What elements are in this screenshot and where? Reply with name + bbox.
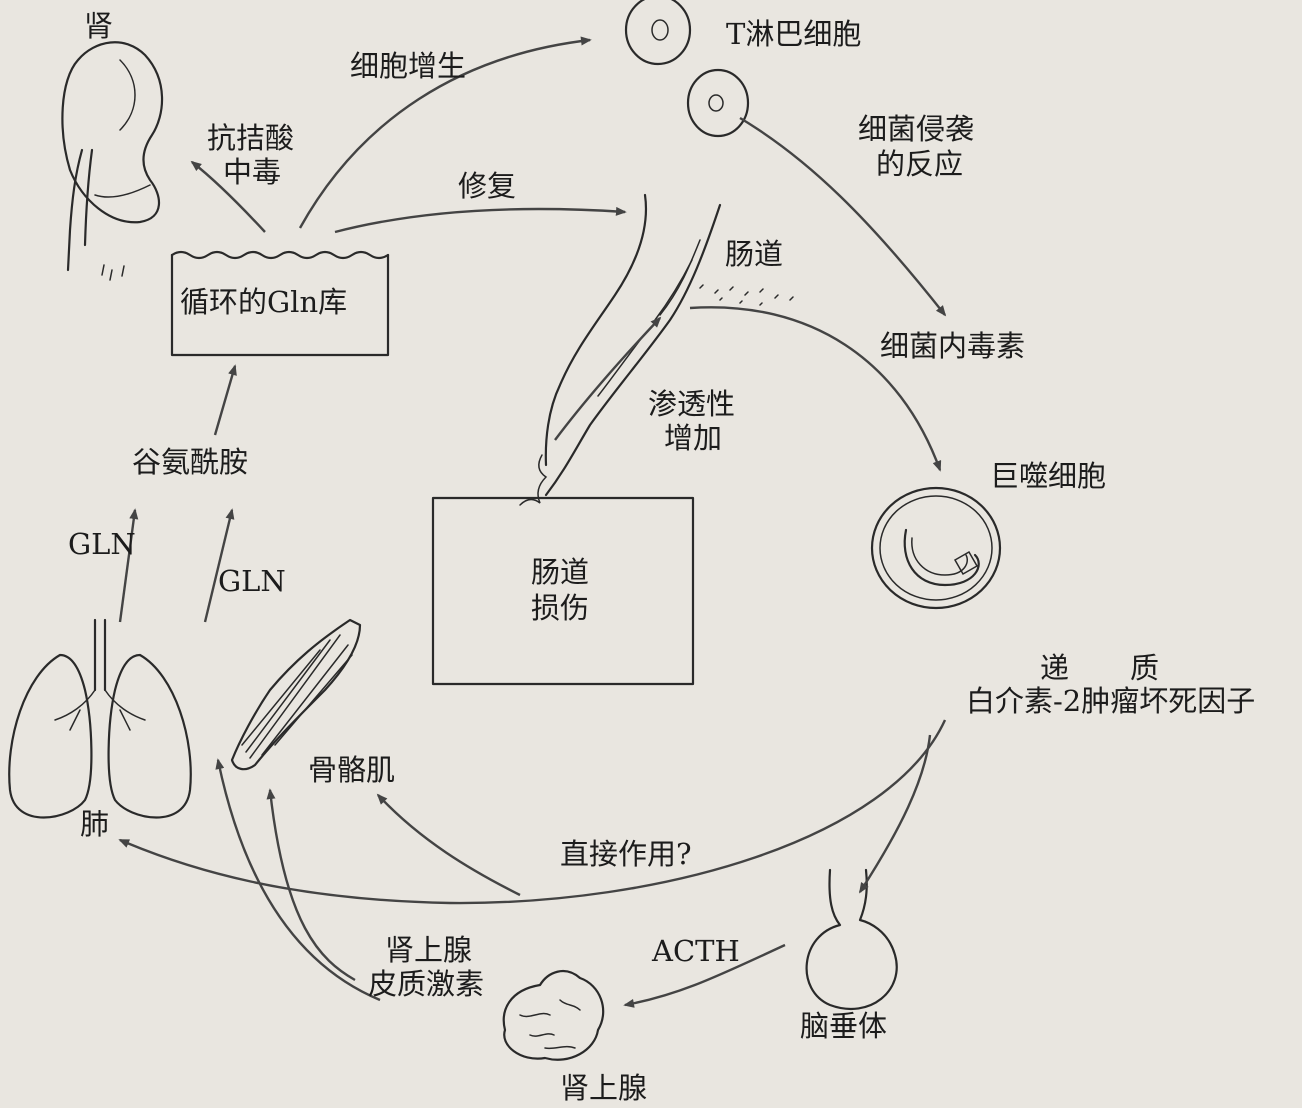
arrows [118, 36, 947, 1008]
glutamine-label: 谷氨酰胺 [132, 445, 249, 479]
bacterial-invasion-label-line2: 的反应 [876, 147, 964, 181]
kidney-illustration [61, 41, 164, 281]
permeability-label-line1: 渗透性 [648, 387, 736, 421]
proliferation-label: 细胞增生 [350, 49, 467, 83]
skeletal-muscle-label: 骨骼肌 [308, 753, 396, 787]
gut-injury-label-line2: 损伤 [531, 591, 590, 625]
gut-injury-box [431, 496, 695, 686]
t-lymphocyte-illustration [624, 0, 750, 138]
mediator-label-part1: 递 [1040, 651, 1070, 685]
pituitary-illustration [805, 868, 898, 1011]
il2-tnf-label: 白介素-2肿瘤坏死因子 [966, 684, 1256, 718]
lung-illustration [8, 618, 192, 819]
adrenal-label: 肾上腺 [560, 1071, 648, 1105]
macrophage-label: 巨噬细胞 [990, 459, 1107, 493]
gut-injury-label-line1: 肠道 [531, 555, 590, 589]
direct-effect-label: 直接作用? [560, 837, 692, 871]
gln-pool-tank [170, 250, 390, 357]
repair-label: 修复 [458, 169, 517, 203]
gln-pool-label: 循环的Gln库 [180, 285, 348, 319]
pituitary-label: 脑垂体 [800, 1009, 888, 1043]
acth-label: ACTH [652, 934, 740, 968]
skeletal-muscle-illustration [230, 618, 362, 771]
adrenal-illustration [502, 969, 605, 1061]
corticosteroid-label-line2: 皮质激素 [368, 967, 485, 1001]
t-lymphocyte-label: T淋巴细胞 [726, 17, 862, 51]
anti-acidosis-label-line2: 中毒 [223, 155, 282, 189]
corticosteroid-label-line1: 肾上腺 [385, 933, 473, 967]
anti-acidosis-label-line1: 抗拮酸 [207, 121, 295, 155]
macrophage-illustration [870, 486, 1002, 610]
gln-right-label: GLN [218, 564, 286, 598]
kidney-label: 肾 [84, 9, 114, 43]
gln-left-label: GLN [68, 527, 136, 561]
permeability-label-line2: 增加 [664, 421, 723, 455]
endotoxin-label: 细菌内毒素 [880, 329, 1026, 363]
lung-label: 肺 [80, 807, 110, 841]
mediator-label-part2: 质 [1130, 651, 1160, 685]
intestine-label: 肠道 [725, 237, 784, 271]
bacterial-invasion-label-line1: 细菌侵袭 [858, 112, 975, 146]
